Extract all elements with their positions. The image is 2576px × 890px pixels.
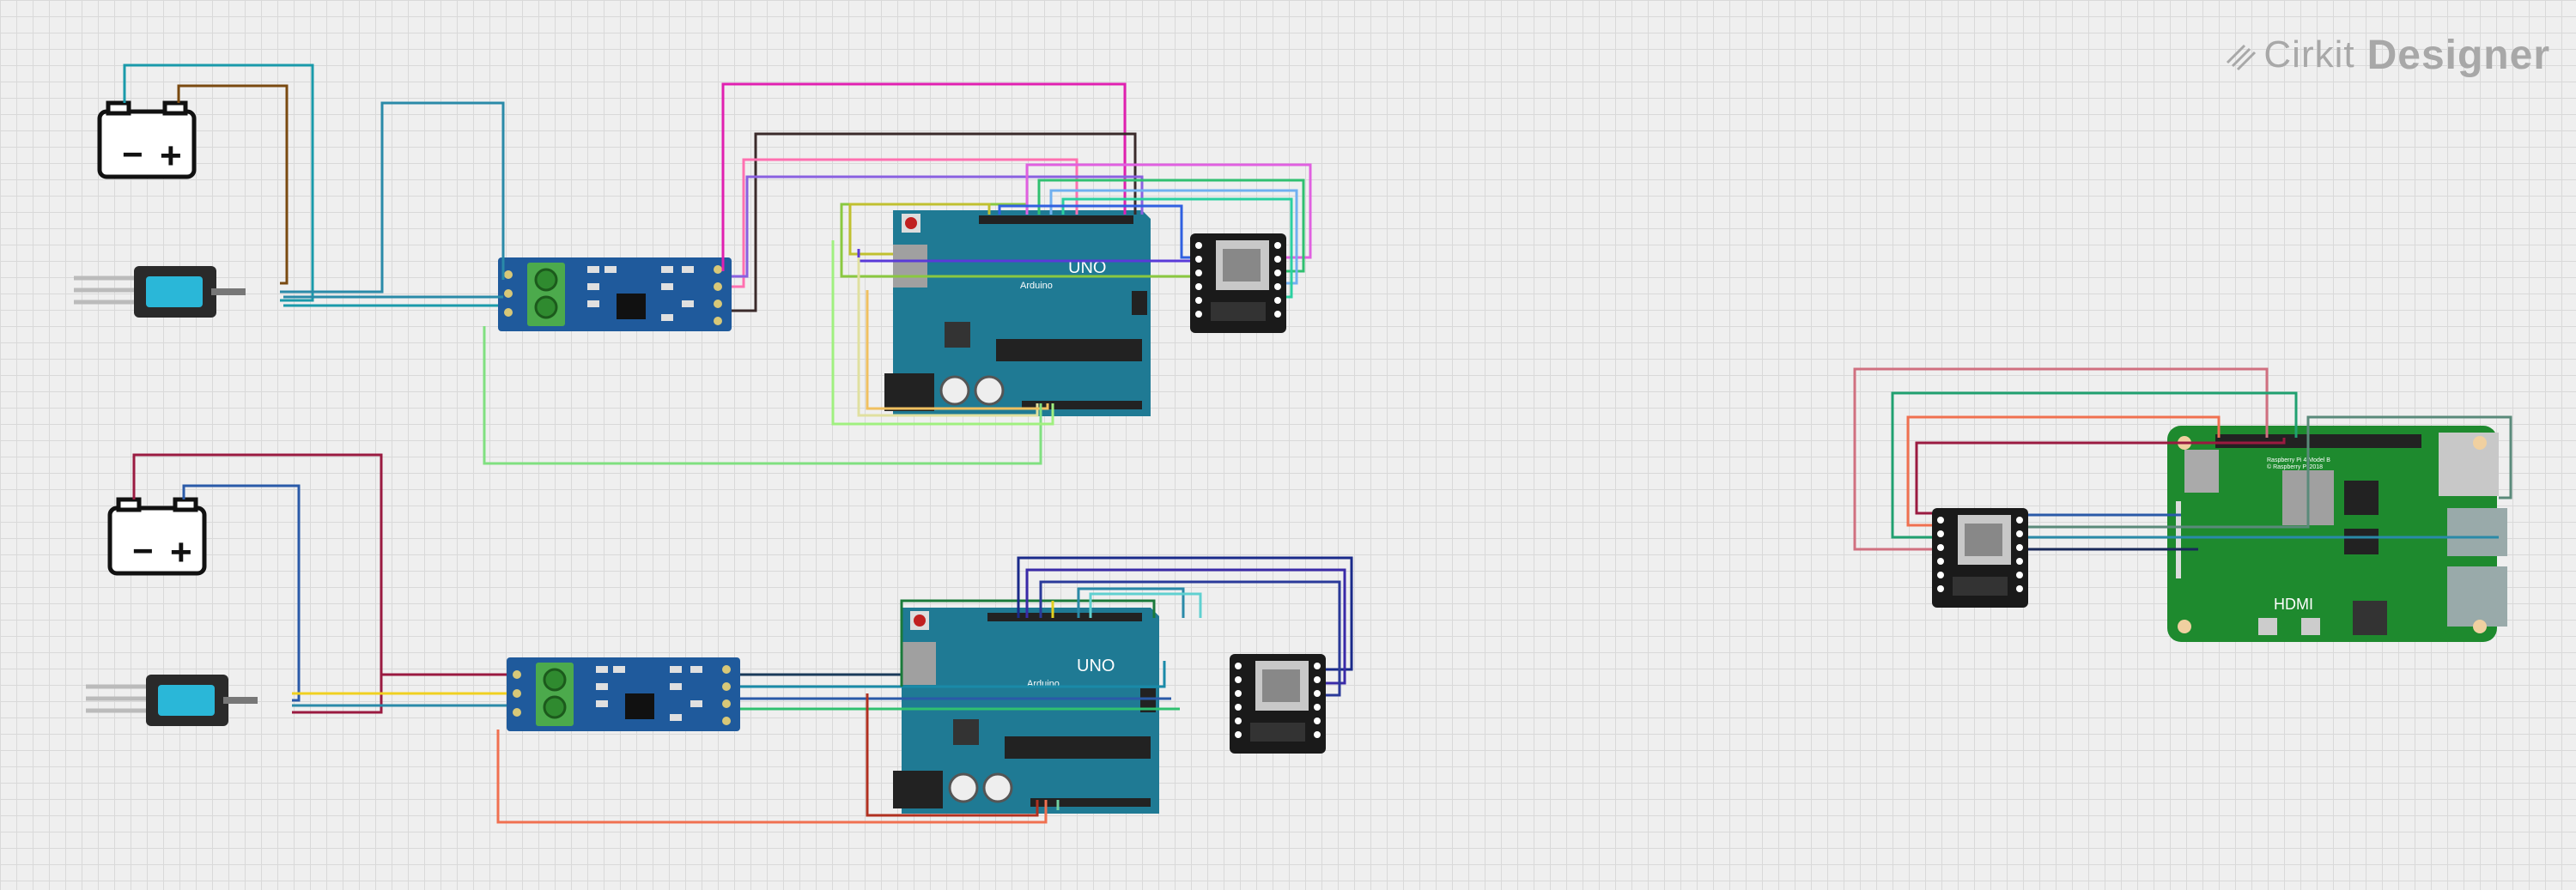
pi-model-label: Raspberry Pi 4 Model B: [2267, 457, 2330, 463]
battery-1-plus: +: [160, 135, 182, 177]
arduino-uno-1[interactable]: UNO Arduino: [883, 209, 1152, 418]
wires-group-2[interactable]: [132, 453, 1353, 824]
battery-2-plus: +: [170, 531, 192, 573]
cirkit-designer-logo: Cirkit Designer: [2222, 29, 2550, 81]
sensor-2[interactable]: [86, 675, 258, 726]
pi-hdmi-label: HDMI: [2274, 596, 2313, 613]
arduino-1-name: Arduino: [1020, 281, 1053, 291]
wires-group-1[interactable]: [123, 64, 1312, 465]
battery-2-minus: −: [132, 530, 154, 571]
arduino-2-logo: UNO: [1077, 657, 1115, 675]
esp-module-1[interactable]: [1190, 233, 1286, 333]
esp-module-3[interactable]: [1932, 508, 2028, 608]
arduino-uno-2[interactable]: UNO Arduino: [891, 606, 1161, 815]
battery-2[interactable]: − +: [110, 499, 204, 573]
pi-copyright-label: © Raspberry Pi 2018: [2267, 463, 2323, 470]
sensor-1[interactable]: [74, 266, 246, 318]
cirkit-logo-icon: [2227, 44, 2257, 71]
arduino-1-logo: UNO: [1068, 258, 1106, 277]
brand-name: Cirkit: [2263, 33, 2355, 76]
battery-1-minus: −: [122, 134, 143, 174]
rs485-module-2[interactable]: [505, 656, 742, 733]
battery-1[interactable]: − +: [100, 103, 194, 177]
brand-suffix: Designer: [2366, 32, 2550, 78]
rs485-module-1[interactable]: [496, 256, 733, 333]
raspberry-pi-board[interactable]: HDMI Raspberry Pi 4 Model B © Raspberry …: [2167, 426, 2507, 642]
esp-module-2[interactable]: [1230, 654, 1326, 754]
wires-group-3[interactable]: [1853, 367, 2512, 551]
